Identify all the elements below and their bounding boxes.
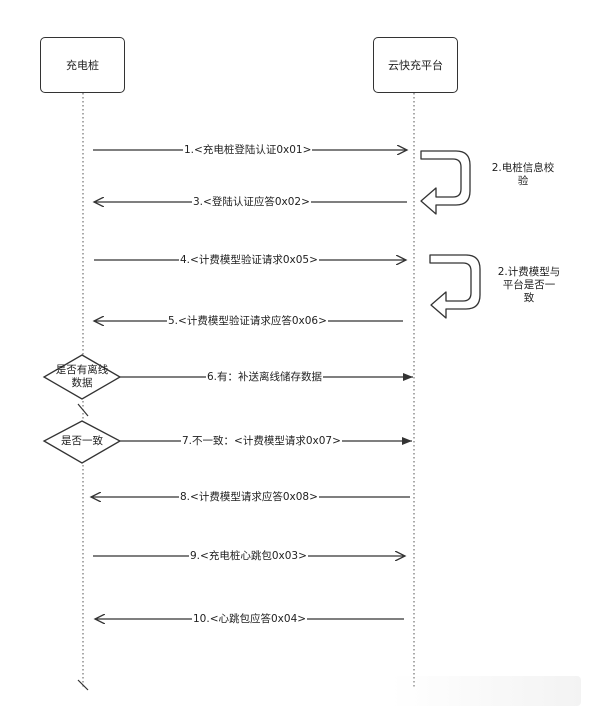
lifeline-break	[77, 403, 89, 417]
decision-offline-data-line1: 是否有离线	[55, 364, 109, 376]
self-note-2-line2: 平台是否一	[502, 279, 556, 291]
watermark	[391, 676, 581, 706]
decision-offline-data	[42, 354, 122, 400]
decision-consistent-line1: 是否一致	[61, 435, 103, 447]
participant-platform: 云快充平台	[373, 37, 458, 93]
message-label-10: 10.<心跳包应答0x04>	[192, 613, 308, 625]
decision-offline-data-label: 是否有离线 数据	[44, 364, 120, 390]
message-label-4: 4.<计费模型验证请求0x05>	[179, 254, 319, 266]
self-note-1-line1: 2.电桩信息校	[491, 162, 555, 174]
message-label-9: 9.<充电桩心跳包0x03>	[189, 550, 308, 562]
decision-consistent	[42, 420, 122, 464]
message-label-8: 8.<计费模型请求应答0x08>	[179, 491, 319, 503]
self-note-2-line1: 2.计费模型与	[497, 266, 561, 278]
message-label-1: 1.<充电桩登陆认证0x01>	[183, 144, 313, 156]
self-arrow-1	[420, 150, 471, 215]
message-label-3: 3.<登陆认证应答0x02>	[192, 196, 311, 208]
self-arrow-2	[429, 254, 481, 319]
self-note-2-line3: 致	[523, 292, 535, 304]
participant-platform-label: 云快充平台	[388, 59, 443, 72]
participant-charger: 充电桩	[40, 37, 125, 93]
lifeline-end-left	[77, 679, 89, 691]
decision-offline-data-line2: 数据	[71, 377, 93, 389]
message-label-7: 7.不一致：<计费模型请求0x07>	[181, 435, 342, 447]
message-label-5: 5.<计费模型验证请求应答0x06>	[167, 315, 328, 327]
self-note-1: 2.电桩信息校 验	[487, 162, 559, 188]
self-note-1-line2: 验	[517, 175, 529, 187]
message-label-6: 6.有：补送离线储存数据	[206, 371, 324, 383]
decision-consistent-label: 是否一致	[44, 435, 120, 448]
self-note-2: 2.计费模型与 平台是否一 致	[493, 266, 565, 305]
participant-charger-label: 充电桩	[66, 59, 99, 72]
